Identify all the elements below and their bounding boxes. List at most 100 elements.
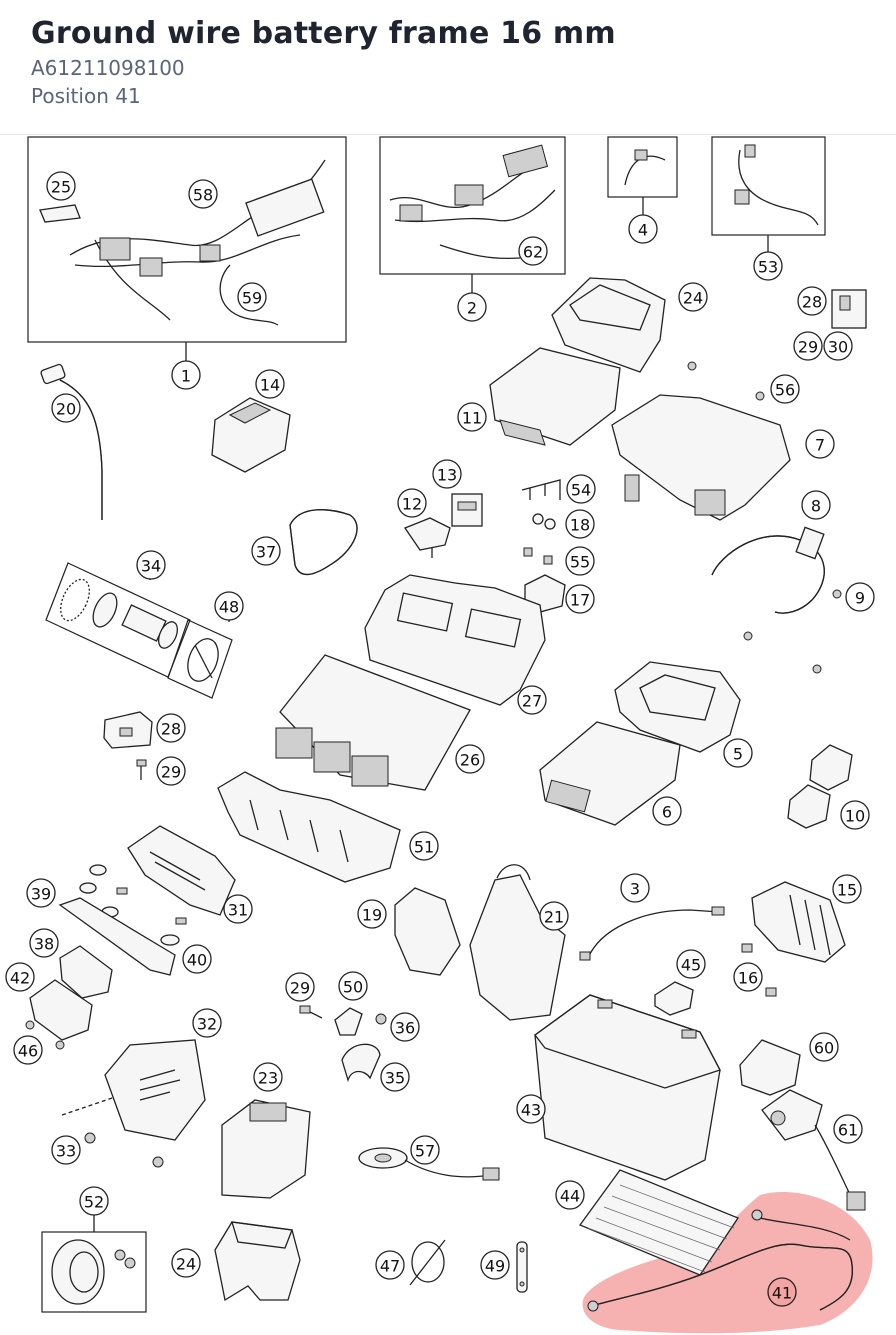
callout-label: 3 xyxy=(630,880,640,899)
part-48-key xyxy=(187,638,219,682)
part-53-cable xyxy=(734,144,819,226)
callout-4[interactable]: 4 xyxy=(628,214,658,244)
callout-label: 6 xyxy=(662,803,672,822)
callout-label: 60 xyxy=(814,1039,834,1058)
callout-50[interactable]: 50 xyxy=(338,971,368,1001)
callout-17[interactable]: 17 xyxy=(565,584,595,614)
callout-36[interactable]: 36 xyxy=(390,1012,420,1042)
callout-label: 43 xyxy=(521,1101,541,1120)
callout-label: 27 xyxy=(522,692,542,711)
callout-1[interactable]: 1 xyxy=(171,360,201,390)
callout-53[interactable]: 53 xyxy=(753,251,783,281)
callout-37[interactable]: 37 xyxy=(251,536,281,566)
callout-label: 32 xyxy=(197,1015,217,1034)
callout-24[interactable]: 24 xyxy=(171,1248,201,1278)
part-13-connector xyxy=(451,493,483,527)
part-55-clips xyxy=(523,547,553,565)
part-29-bolt-left xyxy=(136,759,147,780)
callout-27[interactable]: 27 xyxy=(517,685,547,715)
callout-24[interactable]: 24 xyxy=(678,282,708,312)
callout-56[interactable]: 56 xyxy=(770,374,800,404)
callout-30[interactable]: 30 xyxy=(823,331,853,361)
callout-9[interactable]: 9 xyxy=(845,582,875,612)
callout-6[interactable]: 6 xyxy=(652,796,682,826)
callout-57[interactable]: 57 xyxy=(410,1135,440,1165)
callout-49[interactable]: 49 xyxy=(480,1250,510,1280)
part-29-bolt-mid xyxy=(299,1005,323,1019)
callout-2[interactable]: 2 xyxy=(457,292,487,322)
callout-7[interactable]: 7 xyxy=(805,429,835,459)
callout-8[interactable]: 8 xyxy=(801,490,831,520)
callout-46[interactable]: 46 xyxy=(13,1035,43,1065)
callout-11[interactable]: 11 xyxy=(457,402,487,432)
callout-28[interactable]: 28 xyxy=(797,286,827,316)
callout-48[interactable]: 48 xyxy=(214,591,244,621)
callout-label: 28 xyxy=(802,293,822,312)
callout-15[interactable]: 15 xyxy=(832,874,862,904)
callout-19[interactable]: 19 xyxy=(357,899,387,929)
callout-14[interactable]: 14 xyxy=(255,369,285,399)
callout-20[interactable]: 20 xyxy=(51,393,81,423)
callout-29[interactable]: 29 xyxy=(793,331,823,361)
callout-29[interactable]: 29 xyxy=(285,972,315,1002)
callout-58[interactable]: 58 xyxy=(188,179,218,209)
part-11-module xyxy=(489,347,621,446)
callout-23[interactable]: 23 xyxy=(253,1062,283,1092)
callout-13[interactable]: 13 xyxy=(432,459,462,489)
callout-38[interactable]: 38 xyxy=(29,928,59,958)
callout-18[interactable]: 18 xyxy=(565,509,595,539)
callout-label: 18 xyxy=(570,516,590,535)
callout-10[interactable]: 10 xyxy=(840,800,870,830)
part-37-connector xyxy=(59,945,113,999)
callout-label: 46 xyxy=(18,1042,38,1061)
callout-45[interactable]: 45 xyxy=(676,949,706,979)
callout-52[interactable]: 52 xyxy=(79,1186,109,1216)
callout-39[interactable]: 39 xyxy=(26,878,56,908)
callout-label: 48 xyxy=(219,598,239,617)
callout-label: 11 xyxy=(462,409,482,428)
callout-label: 56 xyxy=(775,381,795,400)
callout-44[interactable]: 44 xyxy=(555,1180,585,1210)
part-51-holder xyxy=(217,771,401,883)
callout-54[interactable]: 54 xyxy=(566,474,596,504)
callout-12[interactable]: 12 xyxy=(397,488,427,518)
callout-label: 61 xyxy=(838,1121,858,1140)
group-box-4 xyxy=(607,136,678,198)
part-54-clip xyxy=(521,479,561,500)
part-61-cable xyxy=(761,1089,866,1211)
callout-26[interactable]: 26 xyxy=(455,744,485,774)
callout-55[interactable]: 55 xyxy=(565,546,595,576)
callout-label: 9 xyxy=(855,589,865,608)
callout-25[interactable]: 25 xyxy=(46,171,76,201)
callout-5[interactable]: 5 xyxy=(723,738,753,768)
callout-label: 50 xyxy=(343,978,363,997)
callout-32[interactable]: 32 xyxy=(192,1008,222,1038)
part-42-holder xyxy=(29,979,93,1041)
callout-31[interactable]: 31 xyxy=(223,894,253,924)
callout-29[interactable]: 29 xyxy=(156,756,186,786)
part-50-bracket xyxy=(334,1007,363,1036)
callout-label: 24 xyxy=(683,289,703,308)
callout-33[interactable]: 33 xyxy=(51,1135,81,1165)
callout-35[interactable]: 35 xyxy=(380,1062,410,1092)
callout-21[interactable]: 21 xyxy=(539,901,569,931)
callout-47[interactable]: 47 xyxy=(375,1250,405,1280)
callout-label: 49 xyxy=(485,1257,505,1276)
callout-62[interactable]: 62 xyxy=(518,236,548,266)
callout-40[interactable]: 40 xyxy=(182,944,212,974)
callout-28[interactable]: 28 xyxy=(156,713,186,743)
part-7-bracket xyxy=(611,394,791,521)
callout-43[interactable]: 43 xyxy=(516,1094,546,1124)
callout-42[interactable]: 42 xyxy=(5,962,35,992)
callout-41[interactable]: 41 xyxy=(767,1277,797,1307)
callout-label: 54 xyxy=(571,481,591,500)
callout-59[interactable]: 59 xyxy=(237,282,267,312)
part-38-plate xyxy=(58,897,176,976)
callout-60[interactable]: 60 xyxy=(809,1032,839,1062)
callout-51[interactable]: 51 xyxy=(409,831,439,861)
callout-34[interactable]: 34 xyxy=(136,550,166,580)
part-52-horn xyxy=(51,1239,136,1305)
callout-16[interactable]: 16 xyxy=(733,962,763,992)
callout-61[interactable]: 61 xyxy=(833,1114,863,1144)
callout-3[interactable]: 3 xyxy=(620,873,650,903)
